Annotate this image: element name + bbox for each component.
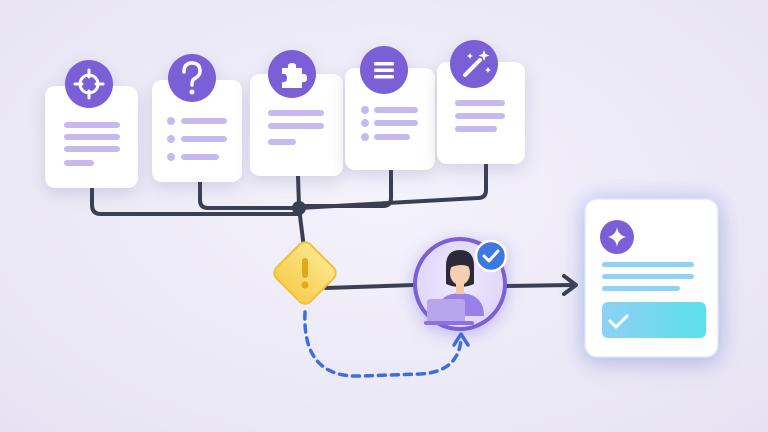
connector-tree [90,162,488,250]
source-card-2 [152,54,242,182]
crosshair-target-icon [65,60,113,108]
magic-wand-icon [450,40,498,88]
dashed-rework-path [303,310,463,378]
connector-card-1 [90,186,301,216]
source-card-5 [437,40,525,164]
dashed-path-arrowhead [452,332,470,347]
warning-node [273,241,337,305]
sparkle-icon [600,220,634,254]
puzzle-piece-icon [268,50,316,98]
confirm-bar [602,302,706,338]
result-card [584,198,719,358]
source-card-4 [345,46,435,170]
connector-card-3 [296,174,301,208]
reviewer-node [413,237,508,331]
connector-card-2 [198,180,301,210]
connector-reviewer-to-result [504,283,574,288]
connector-warning-to-reviewer [324,283,416,290]
source-card-1 [45,60,138,188]
exclamation-icon [301,258,309,289]
checkmark-icon [474,239,508,273]
source-card-3 [250,50,343,176]
connector-card-5 [297,162,488,210]
question-mark-icon [168,54,216,102]
result-arrowhead [562,274,578,296]
person-at-laptop-icon [424,250,484,325]
connector-junction [292,201,306,215]
list-lines-icon [360,46,408,94]
checkmark-icon [608,314,629,329]
